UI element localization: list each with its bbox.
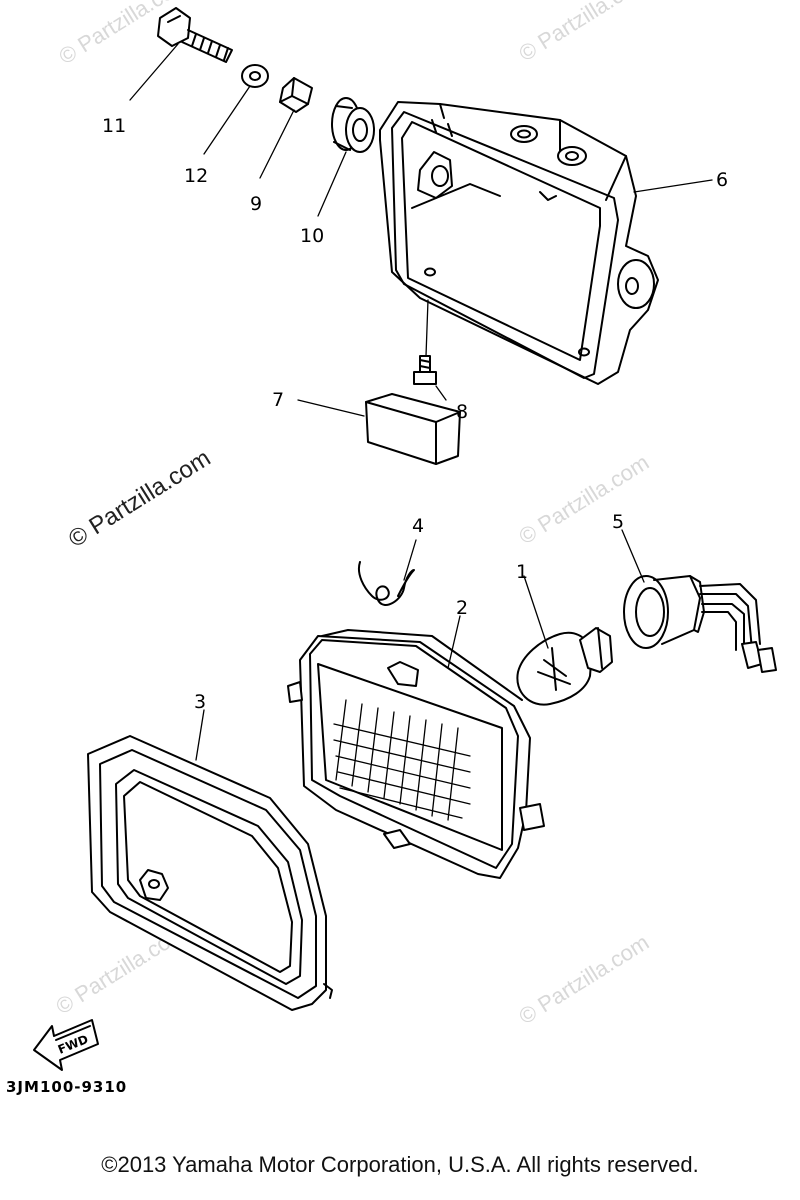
part-11-bolt <box>157 7 233 63</box>
part-callouts: 11 12 9 10 6 7 8 4 5 1 2 3 <box>102 115 728 713</box>
part-8-screw <box>413 355 437 385</box>
callout-1: 1 <box>516 561 528 583</box>
watermark-center: © Partzilla.com <box>64 444 215 553</box>
callout-2: 2 <box>456 597 468 619</box>
callout-3: 3 <box>194 691 206 713</box>
watermark-low-right: © Partzilla.com <box>514 929 653 1029</box>
copyright-notice: ©2013 Yamaha Motor Corporation, U.S.A. A… <box>101 1152 699 1177</box>
callout-11: 11 <box>102 115 126 137</box>
watermark-mid-right: © Partzilla.com <box>514 449 653 549</box>
part-3-rim <box>87 735 333 1011</box>
part-12-washer <box>241 64 269 88</box>
diagram-code: 3JM100-9310 <box>6 1078 127 1096</box>
callout-7: 7 <box>272 389 284 411</box>
callout-10: 10 <box>300 225 324 247</box>
part-4-spring-clip <box>358 561 415 606</box>
callout-5: 5 <box>612 511 624 533</box>
callout-9: 9 <box>250 193 262 215</box>
part-9-collar <box>279 77 313 113</box>
callout-8: 8 <box>456 401 468 423</box>
callout-12: 12 <box>184 165 208 187</box>
watermark-top-right: © Partzilla.com <box>514 0 653 66</box>
part-2-headlight-unit <box>287 629 545 879</box>
part-10-grommet <box>331 97 375 153</box>
leader-lines <box>129 43 713 761</box>
part-6-headlight-housing <box>379 101 659 385</box>
part-5-socket <box>623 575 777 673</box>
part-7-block <box>365 393 461 465</box>
fwd-arrow-icon <box>33 1019 99 1071</box>
part-1-bulb <box>516 627 613 706</box>
callout-6: 6 <box>716 169 728 191</box>
callout-4: 4 <box>412 515 424 537</box>
